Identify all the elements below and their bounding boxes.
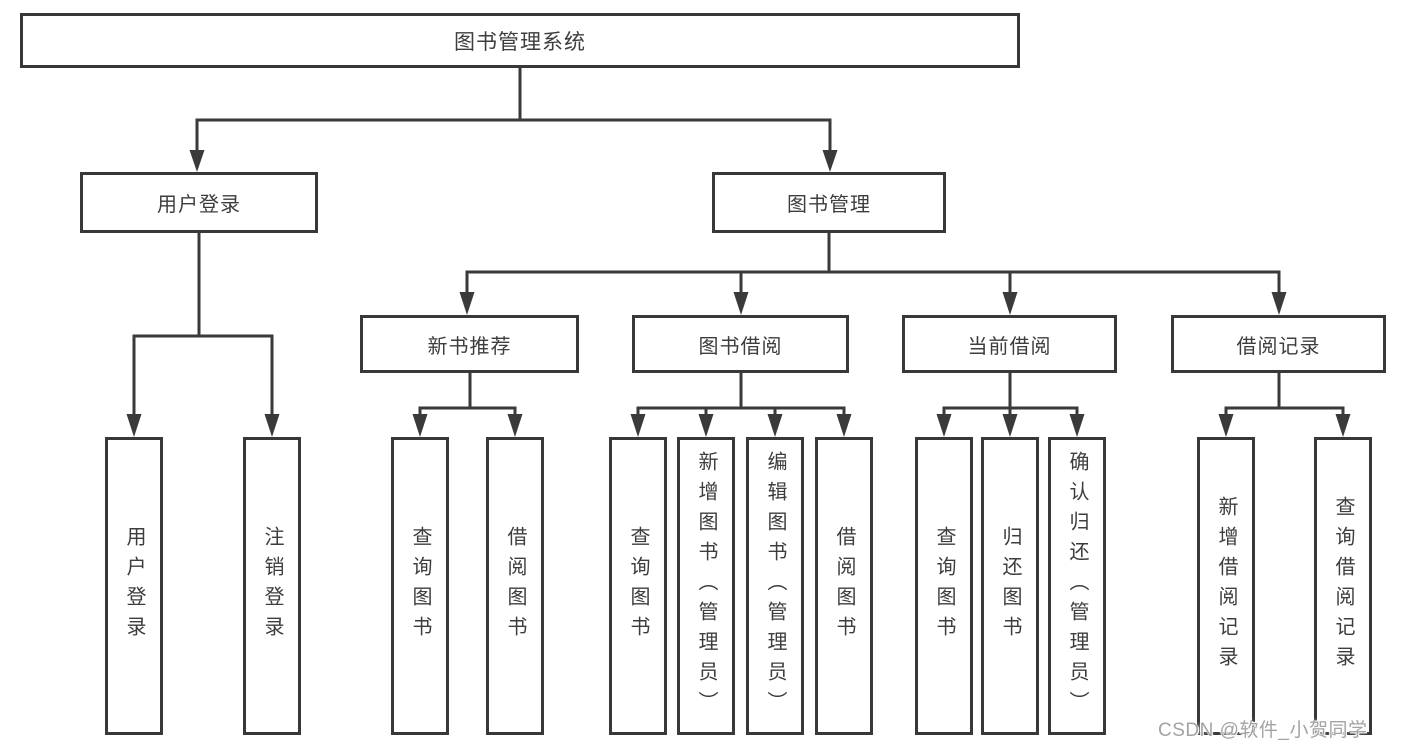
csdn-watermark: CSDN @软件_小贺同学 (1158, 720, 1368, 741)
leaf-borrow-books-recommend-label: 借阅图书 (504, 526, 526, 646)
connector-borrow-records-to-leaves (1218, 371, 1351, 437)
leaf-query-borrow-record-label: 查询借阅记录 (1332, 496, 1354, 676)
leaf-return-book: 归还图书 (981, 437, 1039, 735)
leaf-edit-book-admin: 编辑图书（管理员） (746, 437, 804, 735)
connector-user-login-to-leaves (126, 231, 280, 437)
node-book-borrow: 图书借阅 (632, 315, 849, 373)
leaf-add-book-admin: 新增图书（管理员） (677, 437, 735, 735)
leaf-borrow-books-borrow-label: 借阅图书 (833, 526, 855, 646)
leaf-borrow-books-recommend: 借阅图书 (486, 437, 544, 735)
node-user-login: 用户登录 (80, 172, 318, 233)
leaf-return-book-label: 归还图书 (999, 526, 1021, 646)
leaf-confirm-return-admin: 确认归还（管理员） (1048, 437, 1106, 735)
leaf-user-login-label: 用户登录 (123, 526, 145, 646)
node-user-login-label: 用户登录 (157, 194, 241, 216)
node-borrow-records: 借阅记录 (1171, 315, 1386, 373)
node-root-label: 图书管理系统 (454, 30, 586, 54)
leaf-query-books-current: 查询图书 (915, 437, 973, 735)
connector-new-book-to-leaves (412, 371, 523, 437)
node-current-borrow: 当前借阅 (902, 315, 1117, 373)
leaf-logout-label: 注销登录 (261, 526, 283, 646)
leaf-confirm-return-admin-label: 确认归还（管理员） (1066, 451, 1088, 721)
leaf-add-book-admin-label: 新增图书（管理员） (695, 451, 717, 721)
node-current-borrow-label: 当前借阅 (967, 335, 1052, 358)
node-book-borrow-label: 图书借阅 (698, 335, 783, 358)
leaf-query-books-recommend-label: 查询图书 (409, 526, 431, 646)
leaf-query-borrow-record: 查询借阅记录 (1314, 437, 1372, 735)
leaf-add-borrow-record-label: 新增借阅记录 (1215, 496, 1237, 676)
connector-book-borrow-to-leaves (630, 371, 852, 437)
leaf-query-books-borrow: 查询图书 (609, 437, 667, 735)
node-book-management: 图书管理 (712, 172, 946, 233)
leaf-edit-book-admin-label: 编辑图书（管理员） (764, 451, 786, 721)
node-book-management-label: 图书管理 (787, 194, 871, 216)
leaf-logout: 注销登录 (243, 437, 301, 735)
node-new-book-recommend-label: 新书推荐 (427, 335, 512, 358)
leaf-borrow-books-borrow: 借阅图书 (815, 437, 873, 735)
connector-book-mgmt-to-level3 (459, 231, 1287, 315)
connector-current-borrow-to-leaves (936, 371, 1085, 437)
node-root-system: 图书管理系统 (20, 13, 1020, 68)
leaf-add-borrow-record: 新增借阅记录 (1197, 437, 1255, 735)
leaf-query-books-borrow-label: 查询图书 (627, 526, 649, 646)
node-borrow-records-label: 借阅记录 (1236, 335, 1321, 358)
leaf-user-login: 用户登录 (105, 437, 163, 735)
connector-root-to-level2 (189, 66, 838, 172)
leaf-query-books-recommend: 查询图书 (391, 437, 449, 735)
node-new-book-recommend: 新书推荐 (360, 315, 579, 373)
leaf-query-books-current-label: 查询图书 (933, 526, 955, 646)
